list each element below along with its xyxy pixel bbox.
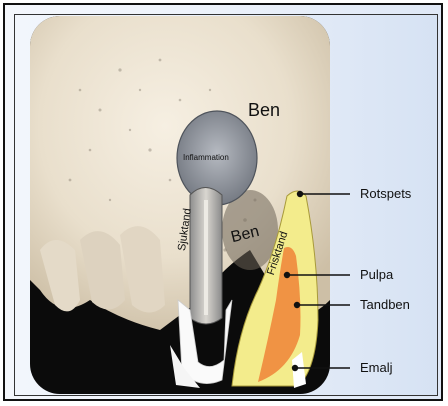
label-ben-top: Ben <box>248 100 280 121</box>
callout-emalj: Emalj <box>360 360 393 375</box>
dot-emalj <box>292 365 298 371</box>
dot-rotspets <box>297 191 303 197</box>
callout-tandben: Tandben <box>360 297 410 312</box>
callout-pulpa: Pulpa <box>360 267 393 282</box>
dot-tandben <box>294 302 300 308</box>
label-inflammation: Inflammation <box>183 153 229 162</box>
callout-rotspets: Rotspets <box>360 186 411 201</box>
root-filling <box>204 200 208 315</box>
dot-pulpa <box>284 272 290 278</box>
xray-image <box>30 16 330 394</box>
